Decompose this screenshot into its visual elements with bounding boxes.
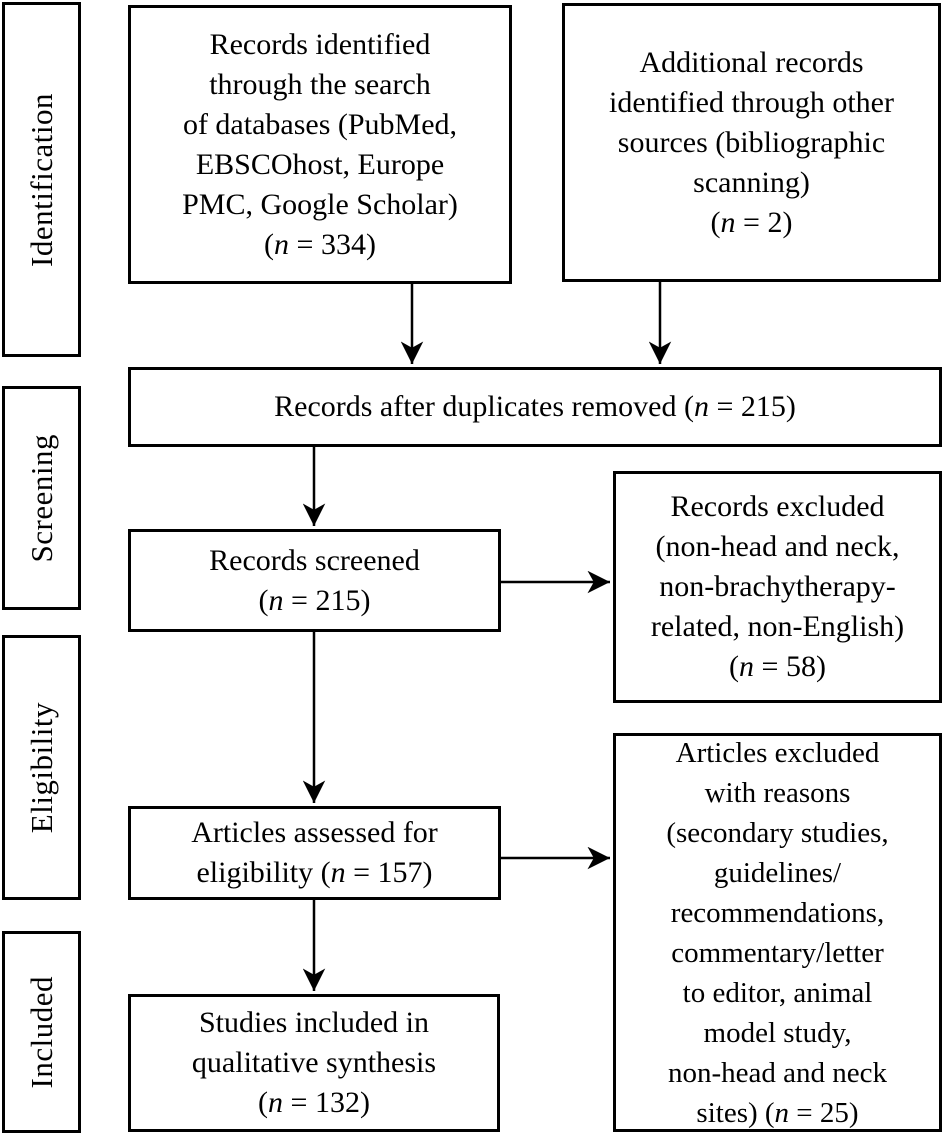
box-line: through the search	[209, 67, 431, 101]
box-records-identified: Records identified through the search of…	[128, 5, 512, 284]
count-post: = 58)	[754, 650, 826, 683]
box-line: to editor, animal	[682, 976, 873, 1009]
count-post: = 215)	[708, 390, 796, 423]
count-line: (n = 132)	[258, 1083, 370, 1123]
count-pre: (	[258, 583, 269, 617]
count-post: = 132)	[283, 1086, 370, 1119]
count-post: = 2)	[735, 205, 793, 239]
count-pre: (	[729, 650, 740, 683]
box-line: Additional records	[639, 45, 864, 79]
box-duplicates-removed: Records after duplicates removed (n = 21…	[128, 367, 942, 447]
box-line: commentary/letter	[671, 936, 884, 969]
box-additional-records: Additional records identified through ot…	[562, 3, 941, 282]
stage-screening-label: Screening	[23, 433, 59, 563]
box-line: model study,	[703, 1016, 852, 1049]
count-n: n	[330, 856, 346, 889]
count-n: n	[739, 650, 755, 683]
stage-included: Included	[2, 931, 81, 1133]
box-studies-included: Studies included in qualitative synthesi…	[128, 994, 500, 1132]
count-line: (n = 334)	[264, 225, 376, 265]
box-line: Records screened	[209, 543, 420, 577]
box-line: EBSCOhost, Europe	[195, 147, 445, 181]
box-line: qualitative synthesis	[191, 1046, 437, 1079]
box-line: scanning)	[693, 165, 810, 199]
count-post: = 157)	[345, 856, 433, 889]
stage-eligibility: Eligibility	[2, 635, 81, 900]
count-pre: sites) (	[696, 1096, 775, 1129]
count-n: n	[268, 1086, 284, 1119]
box-line: with reasons	[704, 776, 851, 809]
count-n: n	[774, 1096, 790, 1129]
count-pre: (	[264, 227, 275, 261]
stage-identification: Identification	[2, 2, 81, 357]
box-line: PMC, Google Scholar)	[182, 187, 458, 221]
count-line: sites) (n = 25)	[696, 1093, 858, 1133]
box-line: Studies included in	[199, 1006, 429, 1039]
box-line: Records identified	[209, 27, 431, 61]
stage-identification-label: Identification	[23, 92, 59, 267]
count-line: (n = 2)	[711, 203, 793, 243]
stage-eligibility-label: Eligibility	[23, 701, 59, 834]
count-pre: (	[258, 1086, 269, 1119]
count-post: = 334)	[289, 227, 376, 261]
box-line: recommendations,	[670, 896, 885, 929]
box-articles-assessed: Articles assessed for eligibility (n = 1…	[128, 806, 501, 900]
count-line: Records after duplicates removed (n = 21…	[274, 387, 796, 427]
box-records-excluded: Records excluded (non-head and neck, non…	[613, 471, 942, 703]
box-line: non-head and neck	[667, 1056, 887, 1089]
count-pre: (	[710, 205, 721, 239]
count-n: n	[268, 583, 284, 617]
count-n: n	[274, 227, 290, 261]
box-line: (non-head and neck,	[655, 530, 900, 563]
count-pre: Records after duplicates removed (	[274, 390, 694, 423]
box-line: related, non-English)	[650, 610, 905, 643]
count-line: (n = 58)	[729, 647, 826, 687]
count-line: (n = 215)	[259, 581, 371, 621]
box-line: of databases (PubMed,	[182, 107, 458, 141]
count-pre: eligibility (	[196, 856, 331, 889]
count-post: = 215)	[283, 583, 371, 617]
count-post: = 25)	[789, 1096, 859, 1129]
box-line: Articles excluded	[675, 736, 880, 769]
box-line: sources (bibliographic	[617, 125, 886, 159]
box-line: Articles assessed for	[191, 816, 438, 849]
count-n: n	[693, 390, 709, 423]
box-line: guidelines/	[713, 856, 842, 889]
stage-included-label: Included	[23, 975, 59, 1089]
count-n: n	[720, 205, 736, 239]
stage-screening: Screening	[2, 386, 81, 610]
box-line: Records excluded	[670, 490, 885, 523]
count-line: eligibility (n = 157)	[196, 853, 432, 893]
box-line: identified through other	[609, 85, 894, 119]
box-records-screened: Records screened (n = 215)	[128, 529, 501, 632]
box-articles-excluded: Articles excluded with reasons (secondar…	[613, 733, 942, 1132]
box-line: non-brachytherapy-	[659, 570, 896, 603]
box-line: (secondary studies,	[666, 816, 889, 849]
